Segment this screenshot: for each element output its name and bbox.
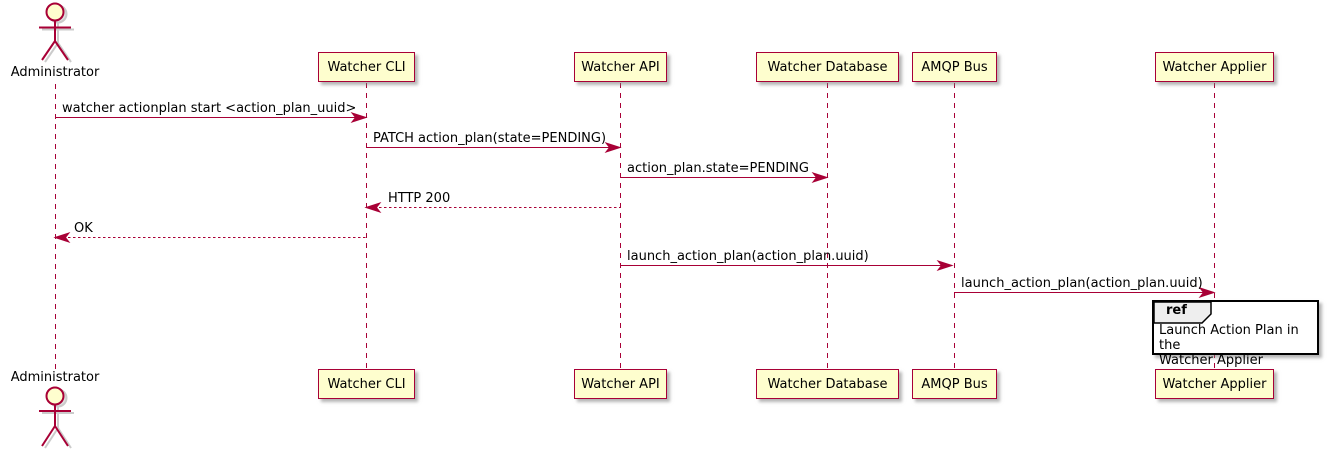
participant-top-watcher-applier: Watcher Applier [1155, 52, 1274, 82]
message-arrowhead-6 [936, 260, 954, 271]
actor-label-top: Administrator [10, 65, 100, 80]
message-arrowhead-7 [1198, 287, 1216, 298]
actor-bottom-icon [39, 386, 71, 447]
ref-box: ref Launch Action Plan in the Watcher Ap… [1152, 300, 1319, 368]
message-label-5: OK [74, 221, 93, 236]
message-arrowhead-5 [53, 232, 71, 243]
participant-top-watcher-cli: Watcher CLI [318, 52, 415, 82]
message-label-4: HTTP 200 [388, 191, 451, 206]
ref-keyword: ref [1166, 303, 1187, 318]
message-label-1: watcher actionplan start <action_plan_uu… [62, 101, 357, 116]
participant-bottom-watcher-cli: Watcher CLI [318, 369, 415, 399]
message-arrowhead-2 [604, 142, 622, 153]
ref-tab-shape [1153, 301, 1212, 324]
actor-label-bottom: Administrator [10, 370, 100, 385]
participant-bottom-watcher-applier: Watcher Applier [1155, 369, 1274, 399]
participant-bottom-watcher-api: Watcher API [574, 369, 667, 399]
message-label-7: launch_action_plan(action_plan.uuid) [961, 276, 1203, 291]
message-arrowhead-4 [364, 202, 382, 213]
participant-top-watcher-api: Watcher API [574, 52, 667, 82]
message-label-6: launch_action_plan(action_plan.uuid) [627, 249, 869, 264]
message-arrowhead-1 [350, 112, 368, 123]
ref-text: Launch Action Plan in the Watcher Applie… [1159, 323, 1299, 368]
participant-top-amqp-bus: AMQP Bus [912, 52, 997, 82]
actor-top-icon [39, 2, 71, 61]
participant-bottom-watcher-database: Watcher Database [756, 369, 899, 399]
participant-top-watcher-database: Watcher Database [756, 52, 899, 82]
message-arrowhead-3 [811, 172, 829, 183]
message-label-3: action_plan.state=PENDING [627, 161, 809, 176]
message-label-2: PATCH action_plan(state=PENDING) [373, 131, 607, 146]
participant-bottom-amqp-bus: AMQP Bus [912, 369, 997, 399]
